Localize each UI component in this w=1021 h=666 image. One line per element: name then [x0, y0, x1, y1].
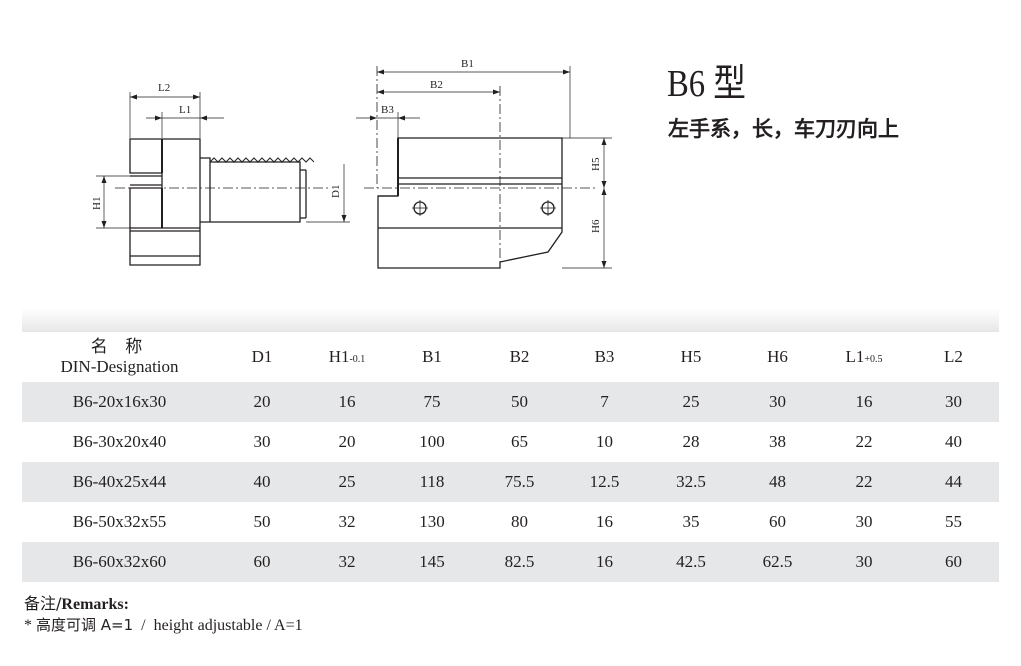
cell-d1: 20: [217, 382, 307, 422]
cell-l1: 22: [820, 422, 908, 462]
cell-b1: 130: [387, 502, 477, 542]
cell-h6: 38: [735, 422, 820, 462]
cell-h6: 60: [735, 502, 820, 542]
remarks-title-en: Remarks:: [61, 596, 129, 613]
cell-designation: B6-50x32x55: [22, 502, 217, 542]
shank-outline: [200, 157, 211, 223]
table-row: B6-20x16x30 20 16 75 50 7 25 30 16 30: [22, 382, 999, 422]
header-b1: B1: [422, 347, 442, 366]
flange-outline: [129, 138, 201, 266]
dim-label-b2: B2: [430, 79, 443, 91]
header-h1-label: H1: [328, 347, 350, 366]
technical-drawing: L2 L1 H1 D1 B1 B2 B3 H5 H6: [91, 58, 612, 269]
table-header-row: 名 称 DIN-Designation D1 H1-0.1 B1 B2 B3 H…: [22, 332, 999, 382]
cell-b3: 10: [562, 422, 647, 462]
dim-label-h5: H5: [590, 157, 602, 171]
table-row: B6-60x32x60 60 32 145 82.5 16 42.5 62.5 …: [22, 542, 999, 582]
cell-d1: 40: [217, 462, 307, 502]
cell-h1: 32: [307, 542, 387, 582]
header-l2: L2: [944, 347, 963, 366]
cell-b2: 50: [477, 382, 562, 422]
remark-text-cn: 高度可调 A=1: [36, 616, 134, 634]
cell-h5: 32.5: [647, 462, 735, 502]
cell-b3: 16: [562, 542, 647, 582]
holder-outline: [377, 137, 563, 269]
cell-b3: 12.5: [562, 462, 647, 502]
cell-b2: 75.5: [477, 462, 562, 502]
cell-designation: B6-60x32x60: [22, 542, 217, 582]
cell-h6: 30: [735, 382, 820, 422]
dim-label-l2: L2: [158, 82, 170, 94]
dim-label-h1: H1: [91, 197, 103, 210]
remark-text-en: / height adjustable / A=1: [133, 617, 303, 634]
cell-b3: 7: [562, 382, 647, 422]
model-title: B6 型: [667, 63, 746, 105]
header-b2: B2: [509, 347, 530, 366]
cell-h6: 62.5: [735, 542, 820, 582]
table-row: B6-40x25x44 40 25 118 75.5 12.5 32.5 48 …: [22, 462, 999, 502]
cell-h5: 35: [647, 502, 735, 542]
cell-h1: 16: [307, 382, 387, 422]
table-row: B6-30x20x40 30 20 100 65 10 28 38 22 40: [22, 422, 999, 462]
dim-label-b3: B3: [381, 104, 394, 116]
model-subtitle: 左手系，长，车刀刃向上: [668, 117, 899, 141]
cell-l2: 44: [908, 462, 999, 502]
remark-bullet: *: [24, 617, 36, 634]
cell-b1: 118: [387, 462, 477, 502]
table-row: B6-50x32x55 50 32 130 80 16 35 60 30 55: [22, 502, 999, 542]
cell-b1: 75: [387, 382, 477, 422]
thread-zigzag: [209, 157, 315, 163]
table-header-band: [22, 308, 999, 332]
cell-l2: 40: [908, 422, 999, 462]
header-l1: L1+0.5: [820, 332, 908, 382]
dim-label-d1: D1: [330, 185, 342, 198]
cell-h5: 25: [647, 382, 735, 422]
header-l1-label: L1: [845, 347, 865, 366]
cell-l2: 60: [908, 542, 999, 582]
spec-table: 名 称 DIN-Designation D1 H1-0.1 B1 B2 B3 H…: [22, 332, 999, 582]
cell-h1: 20: [307, 422, 387, 462]
cell-d1: 60: [217, 542, 307, 582]
cell-b2: 82.5: [477, 542, 562, 582]
header-designation-en: DIN-Designation: [60, 357, 179, 376]
cell-h5: 42.5: [647, 542, 735, 582]
header-h1-tolerance: -0.1: [349, 354, 366, 365]
header-designation-cn: 名 称: [90, 337, 149, 357]
cell-b2: 80: [477, 502, 562, 542]
cell-h1: 25: [307, 462, 387, 502]
dim-label-b1: B1: [461, 58, 474, 70]
cell-l1: 22: [820, 462, 908, 502]
cell-b3: 16: [562, 502, 647, 542]
cell-h1: 32: [307, 502, 387, 542]
header-designation: 名 称 DIN-Designation: [22, 332, 217, 382]
cell-l2: 55: [908, 502, 999, 542]
cell-designation: B6-40x25x44: [22, 462, 217, 502]
header-h5: H5: [680, 347, 702, 366]
cell-b1: 145: [387, 542, 477, 582]
header-b3: B3: [594, 347, 615, 366]
cell-h6: 48: [735, 462, 820, 502]
header-l1-tolerance: +0.5: [864, 354, 883, 365]
cell-l1: 30: [820, 502, 908, 542]
dim-label-l1: L1: [179, 104, 191, 116]
header-d1: D1: [251, 347, 273, 366]
header-h6: H6: [767, 347, 788, 366]
cell-designation: B6-20x16x30: [22, 382, 217, 422]
cell-b2: 65: [477, 422, 562, 462]
remark-line: * 高度可调 A=1 / height adjustable / A=1: [24, 615, 303, 636]
cell-d1: 50: [217, 502, 307, 542]
cell-h5: 28: [647, 422, 735, 462]
header-h1: H1-0.1: [307, 332, 387, 382]
cell-l2: 30: [908, 382, 999, 422]
remarks: 备注/Remarks: * 高度可调 A=1 / height adjustab…: [24, 594, 303, 636]
dim-label-h6: H6: [590, 219, 602, 233]
cell-designation: B6-30x20x40: [22, 422, 217, 462]
cell-b1: 100: [387, 422, 477, 462]
remarks-title-cn: 备注/: [24, 594, 62, 613]
cell-l1: 30: [820, 542, 908, 582]
remarks-title: 备注/Remarks:: [24, 594, 303, 615]
cell-l1: 16: [820, 382, 908, 422]
cell-d1: 30: [217, 422, 307, 462]
